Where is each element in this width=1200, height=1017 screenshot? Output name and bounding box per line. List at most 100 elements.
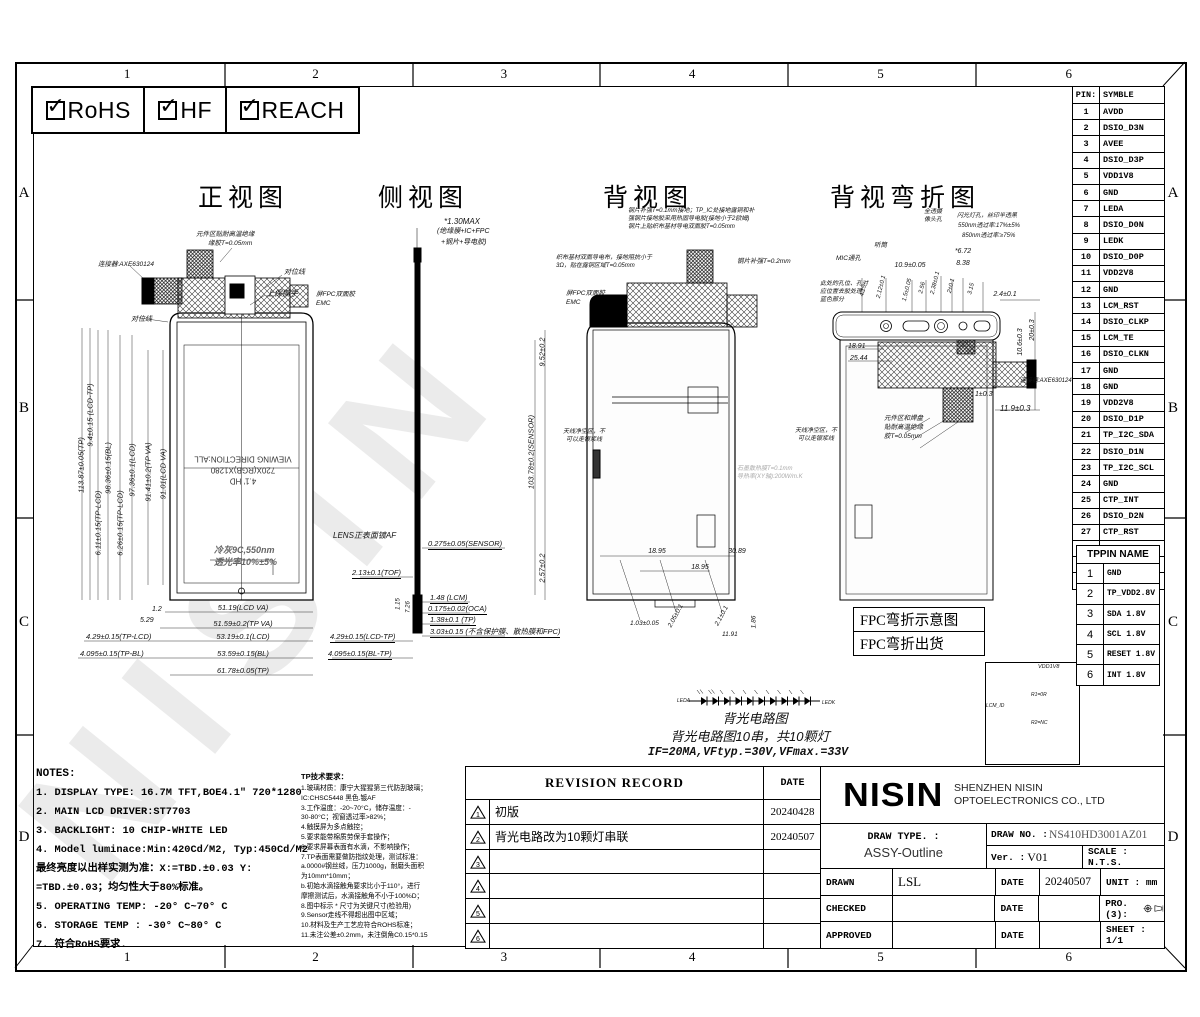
pin-table-row: 22 DSIO_D1N (1073, 443, 1164, 461)
drawn-value: LSL (893, 869, 996, 895)
pin-symbol-table: PIN: SYMBLE 1 AVDD 2 DSIO_D3N 3 AVEE 4 D… (1072, 86, 1165, 590)
pin-table-row: 1 AVDD (1073, 104, 1164, 121)
dim-label: 91.01(LCD VA) (158, 448, 168, 500)
revision-description: 背光电路改为10颗灯串联 (490, 824, 764, 849)
annotation: 蓝色部分 (820, 297, 845, 303)
checkbox-icon: ✓ (239, 92, 259, 120)
side-view-title: 侧视图 (377, 184, 469, 212)
dim-label: *6.72 (954, 248, 972, 255)
company-name: SHENZHEN NISIN OPTOELECTRONICS CO., LTD (954, 782, 1105, 808)
pin-table-row: 4 DSIO_D3P (1073, 152, 1164, 169)
svg-text:2: 2 (476, 837, 480, 844)
annotation: 元件区贴耐高温绝缘 (196, 231, 255, 238)
date-label: DATE (995, 895, 1040, 922)
dim-label: 2.4±0.1 (993, 291, 1017, 298)
note-item: 7. 符合RoHS要求. (36, 939, 127, 951)
fpc-bend-label: FPC弯折示意图 (853, 606, 985, 632)
dim-label: 97.36±0.1(LCD) (127, 443, 137, 497)
revision-date (764, 924, 821, 948)
revision-date: 20240428 (770, 805, 815, 818)
dim-label: 91.41±0.2(TP VA) (143, 442, 153, 502)
dim-label: 9.4±0.15 (LCD-TP) (85, 383, 95, 447)
svg-text:1: 1 (476, 812, 480, 819)
tp-requirement-line: 1.玻璃材质：康宁大猩猩第三代防刮玻璃； (301, 785, 427, 792)
dim-label: 98.36±0.15(BL) (103, 442, 113, 494)
annotation: 强钢片接地胶采用热固导电胶(接地小于2欧姆) (628, 216, 750, 222)
grid-row-label: C (18, 614, 29, 631)
pin-table-row: 14 DSIO_CLKP (1073, 314, 1164, 331)
revision-record-title: REVISION RECORD (466, 767, 764, 799)
revision-date (764, 899, 821, 923)
revision-row: 5 (466, 899, 821, 925)
annotation: 屏FPC双面胶 (566, 290, 605, 297)
annotation: 3Ω，贴在露铜区域T=0.05mm (556, 263, 635, 269)
dim-label: 4.095±0.15(BL-TP) (328, 649, 392, 660)
note-item: 4. Model luminace:Min:420Cd/M2, Typ:450C… (36, 844, 308, 856)
annotation: 连接器:AXE630124 (1020, 378, 1072, 384)
revision-description (490, 899, 764, 924)
pin-table-row: 9 LEDK (1073, 233, 1164, 250)
note-item: 3. BACKLIGHT: 10 CHIP-WHITE LED (36, 825, 228, 837)
tppin-table-row: 4 SCL 1.8V (1077, 624, 1159, 646)
pin-table-row: 17 GND (1073, 363, 1164, 380)
revision-date: 20240507 (770, 830, 815, 843)
unit-cell: UNIT : mm (1106, 876, 1158, 888)
lcm-id-circuit-box (985, 662, 1080, 765)
revision-row: 2 背光电路改为10颗灯串联 20240507 (466, 824, 821, 850)
notes-section: NOTES: 1. DISPLAY TYPE: 16.7M TFT,BOE4.1… (36, 768, 308, 955)
grid-row-label: A (1167, 184, 1179, 201)
note-item: 2. MAIN LCD DRIVER:ST7703 (36, 806, 191, 818)
annotation: EMC (316, 300, 331, 307)
projection-cell: PRO.(3): (1100, 896, 1164, 922)
circuit-net-label: LCM_ID (986, 703, 1005, 709)
annotation: 钢片上贴织布基材导电双面胶T=0.05mm (628, 224, 735, 230)
note-item: =TBD.±0.03；均匀性大于80%标准。 (36, 882, 210, 894)
pin-table-row: 5 VDD1V8 (1073, 168, 1164, 185)
tppin-table-row: 3 SDA 1.8V (1077, 604, 1159, 625)
tp-requirement-line: 11.未注公差±0.2mm，未注倒角C0.15*0.15 (301, 931, 428, 939)
annotation: 听筒 (874, 242, 887, 249)
svg-text:5: 5 (476, 911, 480, 918)
note-item: 6. STORAGE TEMP : -30° C~80° C (36, 920, 222, 932)
pin-table-row: 25 CTP_INT (1073, 492, 1164, 509)
annotation: 屏FPC双面胶 (316, 291, 355, 298)
grid-row-label: D (1167, 829, 1179, 846)
annotation: 钢片补强T=0.1mm接地；TP_IC处接地露铜和补 (628, 208, 755, 214)
pin-table-row: 27 CTP_RST (1073, 524, 1164, 542)
nisin-logo: NISIN (843, 776, 944, 814)
tp-requirement-line: 9.Sensor走线不得超出图中区域； (301, 912, 402, 920)
panel-marking: 4.1' HD 720X(RGB)X1280 VIEWING DIRECTION… (194, 454, 292, 486)
annotation: 像头孔 (924, 217, 943, 223)
pin-table-row: 19 VDD2V8 (1073, 395, 1164, 412)
dim-label: 1.15 (395, 598, 402, 610)
pin-table-row: 10 DSIO_D0P (1073, 249, 1164, 266)
dim-label: 25.44 (850, 355, 868, 362)
dim-label: 0.175±0.02(OCA) (428, 604, 487, 615)
version-cell: Ver. : V01 (987, 846, 1083, 869)
annotation: 胶T=0.05mm (884, 433, 922, 440)
draw-no-cell: DRAW NO. : NS410HD3001AZ01 (987, 824, 1164, 847)
tp-requirement-line: 10.材料及生产工艺应符合ROHS标准； (301, 922, 417, 930)
dim-label: 51.59±0.2(TP VA) (213, 619, 273, 628)
date-label: DATE (996, 922, 1040, 948)
revision-triangle-icon: 2 (466, 824, 490, 849)
annotation: 天线净空区，不 (795, 428, 838, 434)
tp-requirements-title: TP技术要求： (301, 772, 349, 781)
approved-label: APPROVED (821, 922, 893, 948)
dim-label: (绝缘膜+IC+FPC (437, 228, 490, 235)
compliance-badge: ✓ RoHS (30, 86, 146, 134)
dim-label: 6.26±0.15(TP-LCD) (115, 490, 125, 556)
checked-label: CHECKED (821, 895, 893, 922)
dim-label: 53.19±0.1(LCD) (216, 632, 270, 641)
pin-table-row: 12 GND (1073, 282, 1164, 299)
dim-label: 1.48 (LCM) (430, 593, 468, 604)
revision-triangle-icon: 6 (466, 924, 490, 948)
pin-table-row: 24 GND (1073, 476, 1164, 493)
annotation: 对位线 (131, 316, 152, 323)
sheet-cell: SHEET : 1/1 (1106, 924, 1146, 947)
dim-label: +钢片+导电胶) (441, 239, 487, 246)
title-block-company-row: NISIN SHENZHEN NISIN OPTOELECTRONICS CO.… (821, 767, 1164, 825)
